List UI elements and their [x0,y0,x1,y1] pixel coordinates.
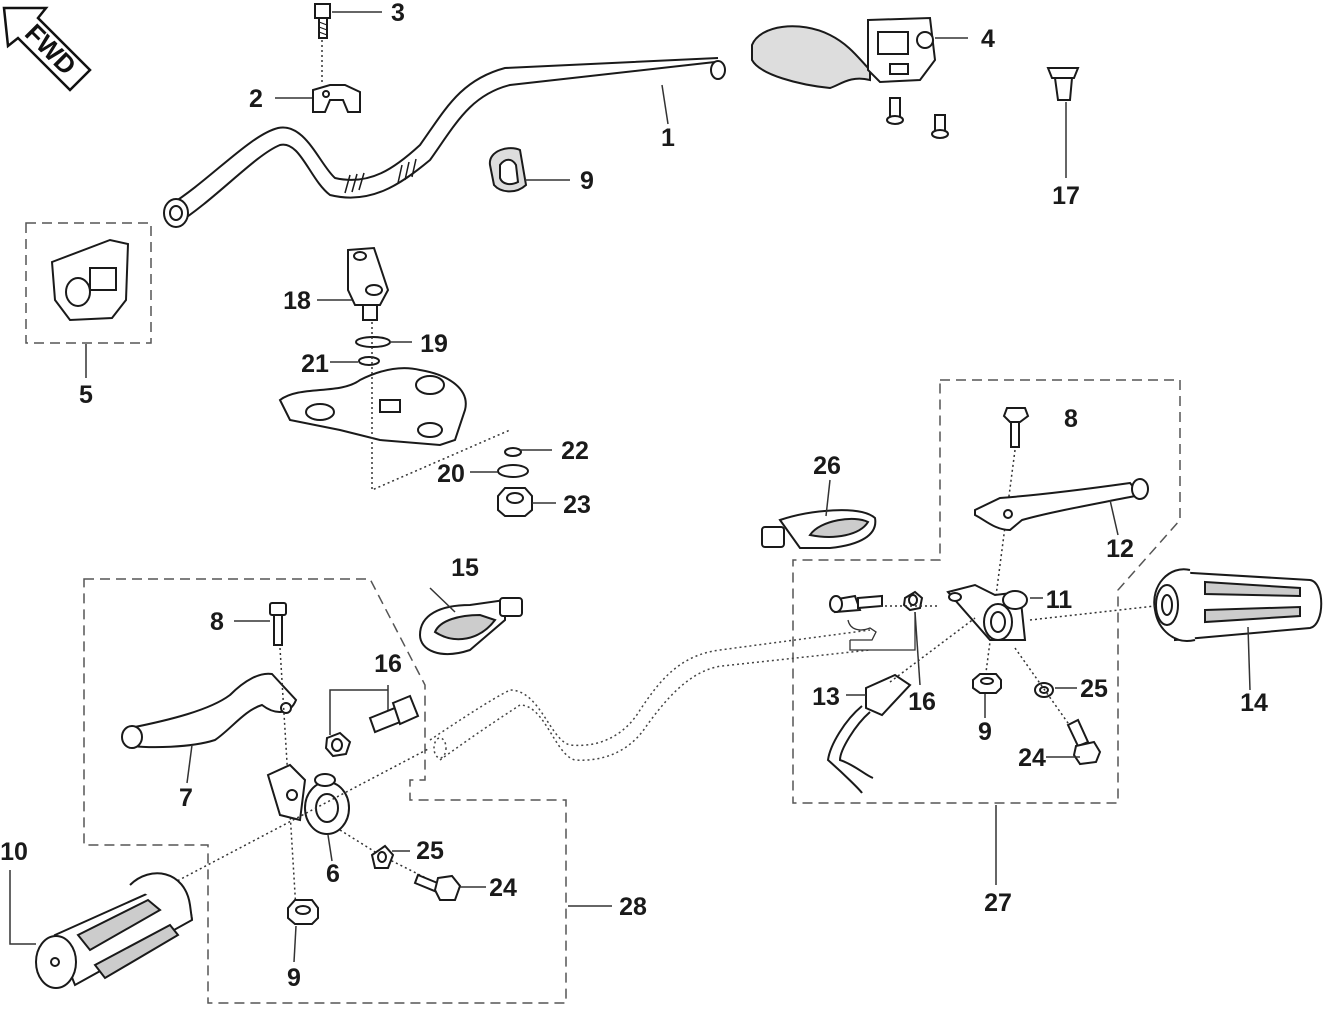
callout-27: 27 [984,889,1012,917]
grip-14 [1153,568,1323,642]
handlebar [163,57,726,228]
callout-4: 4 [981,25,995,53]
callout-11: 11 [1046,586,1073,614]
callout-14: 14 [1240,689,1268,717]
callout-22: 22 [561,437,589,465]
callout-24-left: 24 [489,874,517,902]
clamp-2 [312,84,361,113]
callout-5: 5 [79,381,93,409]
callout-6: 6 [326,860,340,888]
bolt-3 [314,3,331,39]
washer-22 [504,447,522,457]
fwd-arrow-icon: FWD [2,6,92,92]
callout-16-left: 16 [374,650,402,678]
switch-4 [751,16,937,90]
washer-20 [497,464,529,478]
callout-16-right: 16 [908,688,936,716]
callout-28: 28 [619,893,647,921]
callout-2: 2 [249,85,263,113]
callouts: 1 2 3 4 5 6 7 8 8 9 9 9 10 11 12 13 14 1… [0,0,1268,992]
switch-5 [50,238,130,322]
callout-18: 18 [283,287,311,315]
callout-19: 19 [420,330,448,358]
grip-10 [35,872,194,989]
callout-26: 26 [813,452,841,480]
washer-19 [355,336,391,348]
callout-3: 3 [391,0,405,27]
dashed-box-28 [83,578,567,1004]
bolt-8-left [269,602,287,646]
callout-23: 23 [563,491,591,519]
callout-20: 20 [437,460,465,488]
dashed-box-5 [25,222,152,344]
plug-17 [1046,67,1080,101]
adjuster-16-left [324,694,420,758]
callout-1: 1 [661,124,675,152]
callout-13: 13 [812,683,840,711]
callout-25-left: 25 [416,837,444,865]
nut-23 [497,487,533,517]
perch-11 [946,583,1028,641]
nut-9-right [972,673,1002,694]
grip-cover-15 [418,597,523,655]
dashed-box-27 [792,379,1181,804]
lever-12 [974,478,1149,532]
callout-17: 17 [1052,182,1080,210]
lever-7 [121,672,298,749]
bolt-24-right [1066,718,1102,766]
callout-21: 21 [301,350,329,378]
top-plate [278,367,467,447]
callout-15: 15 [451,554,479,582]
leader-lines [9,11,1251,963]
grip-cover-26 [761,509,877,549]
washer-21 [358,356,380,366]
callout-24-right: 24 [1018,744,1046,772]
callout-9-right: 9 [978,718,992,746]
callout-9-left: 9 [287,964,301,992]
bolt-24-left [413,873,462,901]
callout-8-right: 8 [1064,405,1078,433]
washer-25-left [370,844,395,869]
callout-7: 7 [179,784,193,812]
switch-13 [826,673,912,794]
screws-4 [886,97,949,139]
bolt-8-right [1002,407,1030,448]
callout-8-left: 8 [210,608,224,636]
clip-9-top [488,147,528,193]
callout-12: 12 [1106,535,1134,563]
callout-10: 10 [0,838,28,866]
nut-9-left [287,899,319,925]
callout-9-top: 9 [580,167,594,195]
riser-18 [347,246,390,321]
callout-25-right: 25 [1080,675,1108,703]
perch-6 [266,763,350,835]
ghost-handlebar [429,629,871,747]
adjuster-16-right [829,590,924,614]
